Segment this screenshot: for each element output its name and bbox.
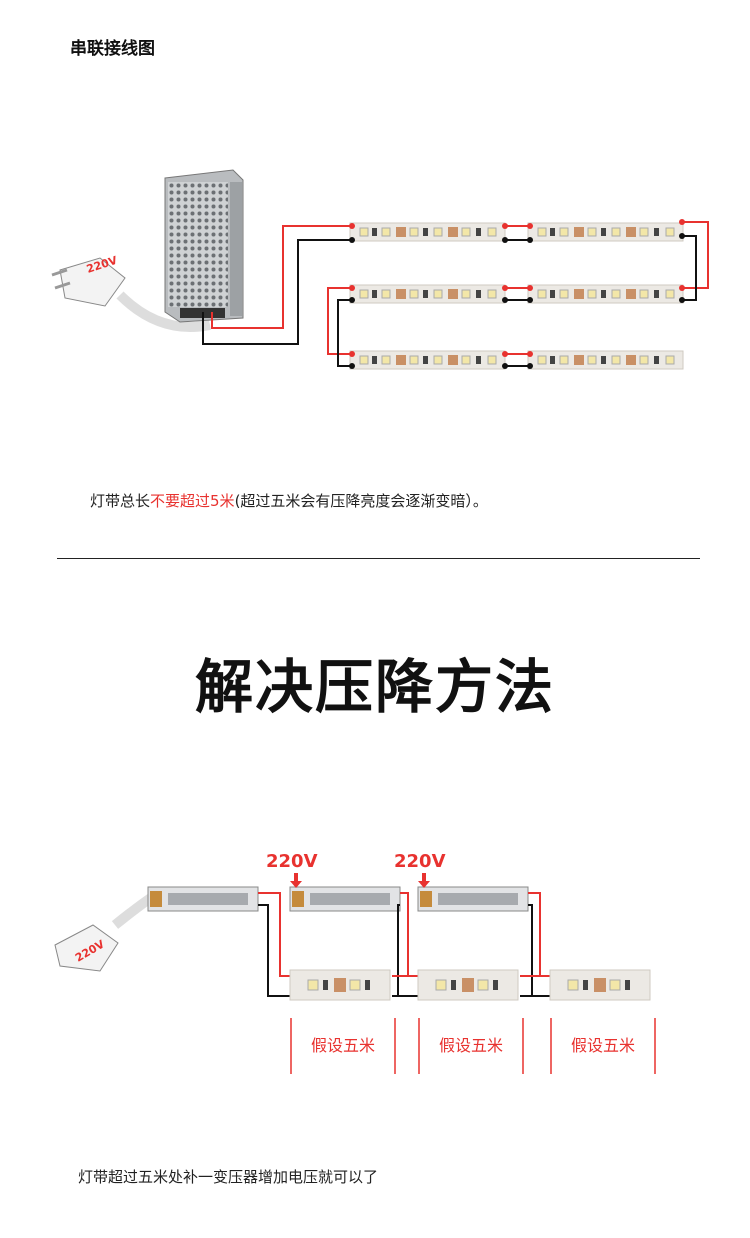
segment-length-label: 假设五米 [570, 1036, 635, 1055]
power-driver [417, 886, 529, 912]
led-strip [289, 969, 391, 1001]
power-plug-icon [54, 890, 158, 972]
note-suffix: (超过五米会有压降亮度会逐渐变暗）。 [234, 492, 488, 510]
led-strip [349, 284, 506, 304]
led-strip [527, 284, 684, 304]
power-driver [147, 886, 259, 912]
power-supply-unit [164, 169, 244, 323]
input-voltage-label: 220V [266, 851, 318, 872]
length-warning-note: 灯带总长不要超过5米(超过五米会有压降亮度会逐渐变暗）。 [90, 490, 488, 511]
led-strip [417, 969, 519, 1001]
led-strip [349, 350, 506, 370]
section-divider [57, 558, 700, 559]
note-prefix: 灯带总长 [90, 492, 151, 510]
down-arrow-icon [290, 873, 430, 888]
page-title: 串联接线图 [70, 39, 155, 59]
power-plug-icon [51, 257, 211, 332]
note-highlight: 不要超过5米 [150, 492, 235, 510]
segment-length-label: 假设五米 [438, 1036, 503, 1055]
power-driver [289, 886, 401, 912]
led-strip [349, 222, 506, 242]
supply-black-wire [202, 239, 352, 345]
segment-length-label: 假设五米 [310, 1036, 375, 1055]
input-voltage-label: 220V [394, 851, 446, 872]
led-strip [527, 350, 684, 370]
solution-note: 灯带超过五米处补一变压器增加电压就可以了 [78, 1168, 379, 1186]
led-strip [527, 222, 684, 242]
led-strip [549, 969, 651, 1001]
supply-red-wire [211, 225, 352, 329]
solution-heading: 解决压降方法 [194, 653, 555, 721]
